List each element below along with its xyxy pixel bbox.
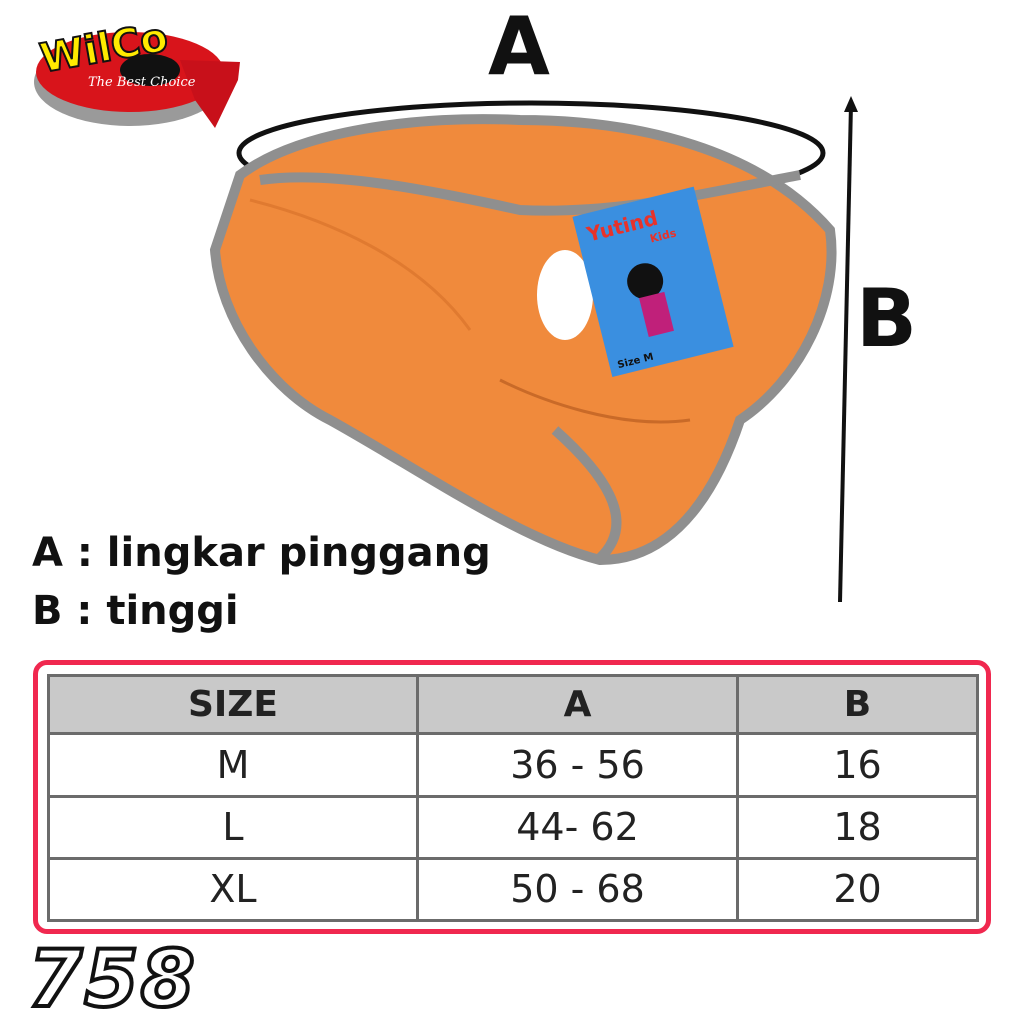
cell-size: L — [47, 794, 419, 860]
cell-a: 44- 62 — [416, 794, 739, 860]
table-row: XL 50 - 68 20 — [47, 856, 979, 923]
header-a: A — [416, 673, 739, 736]
svg-text:The Best Choice: The Best Choice — [88, 75, 196, 90]
cell-b: 16 — [736, 732, 979, 798]
cell-b: 20 — [736, 856, 979, 923]
size-table-frame — [33, 660, 991, 934]
wilco-logo: WilCo The Best Choice — [34, 13, 240, 128]
legend-b: B : tinggi — [32, 588, 239, 634]
product-hang-tag: Yutind Kids Size M — [572, 186, 734, 377]
svg-text:Kids: Kids — [649, 226, 679, 245]
product-code: 758 — [26, 933, 197, 1025]
cell-b: 18 — [736, 794, 979, 860]
header-b: B — [736, 673, 979, 736]
garment — [209, 114, 837, 566]
header-size: SIZE — [47, 673, 419, 736]
cell-size: XL — [47, 856, 419, 923]
table-header-row: SIZE A B — [47, 673, 979, 736]
table-row: L 44- 62 18 — [47, 794, 979, 860]
dimension-label-b: B — [856, 272, 917, 365]
cell-size: M — [47, 732, 419, 798]
cell-a: 36 - 56 — [416, 732, 739, 798]
height-arrow — [838, 96, 858, 603]
cell-a: 50 - 68 — [416, 856, 739, 923]
legend-a: A : lingkar pinggang — [32, 530, 491, 576]
cat-print — [537, 250, 593, 340]
dimension-label-a: A — [488, 0, 550, 93]
table-row: M 36 - 56 16 — [47, 732, 979, 798]
product-illustration: WilCo The Best Choice Yutind Kids Size M — [34, 13, 858, 603]
size-table: SIZE A B M 36 - 56 16 L 44- 62 18 XL 50 … — [47, 673, 979, 923]
